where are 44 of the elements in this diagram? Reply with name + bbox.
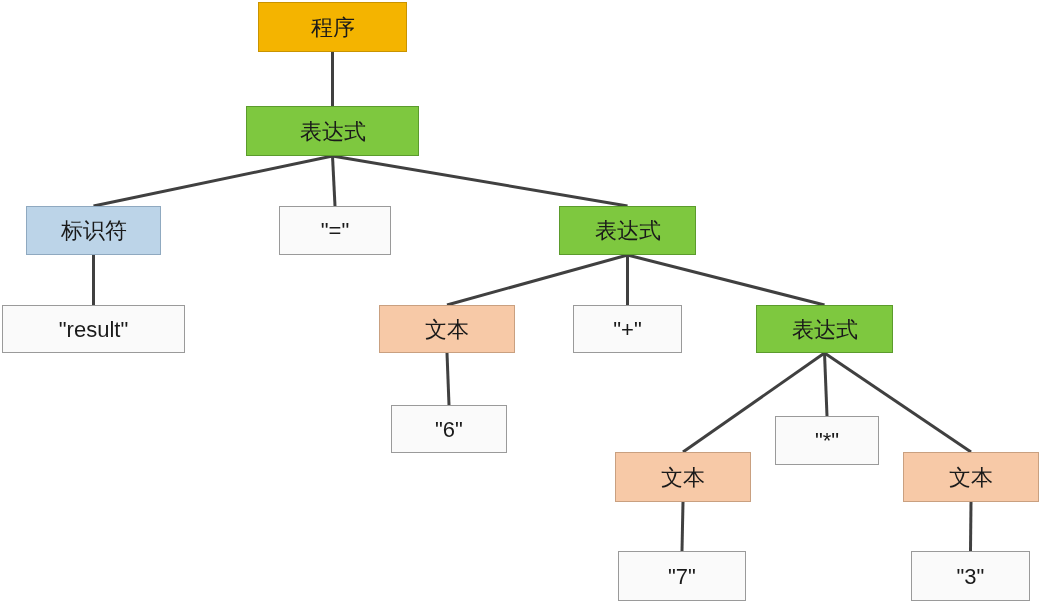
node-label: "=" (320, 217, 350, 245)
node-label: "6" (435, 415, 463, 444)
connector-line (627, 253, 825, 307)
connector-line (332, 154, 628, 208)
connector-line (331, 52, 334, 106)
token-box (911, 551, 1030, 601)
connector-line (331, 155, 337, 207)
node-label: 程序 (310, 13, 355, 42)
node-label: "+" (613, 315, 642, 344)
node-label: 标识符 (60, 217, 127, 245)
node-label: 表达式 (594, 217, 661, 245)
connector-line (446, 253, 628, 307)
literal-box (615, 452, 751, 502)
connector-line (445, 352, 451, 406)
node-label: 表达式 (791, 315, 858, 344)
literal-box (903, 452, 1039, 502)
node-label: "3" (956, 562, 985, 591)
root-box (258, 2, 407, 52)
connector-line (680, 501, 685, 552)
node-label: "result" (58, 315, 129, 344)
literal-box (379, 305, 515, 353)
token-box (279, 206, 391, 255)
node-label: 文本 (949, 463, 993, 492)
expression-box (246, 106, 419, 156)
expression-box (559, 206, 696, 255)
node-label: "*" (814, 427, 840, 455)
identifier-box (26, 206, 161, 255)
connector-line (626, 255, 629, 305)
token-box (618, 551, 746, 601)
token-box (2, 305, 185, 353)
connector-line (823, 351, 972, 454)
node-label: "7" (668, 562, 696, 591)
connector-line (682, 351, 826, 454)
token-box (573, 305, 682, 353)
token-box (391, 405, 507, 453)
expression-box (756, 305, 893, 353)
connector-line (93, 154, 333, 208)
connector-line (92, 255, 95, 305)
token-box (775, 416, 879, 465)
node-label: 文本 (425, 315, 469, 344)
connector-line (969, 502, 973, 551)
connector-line (823, 352, 829, 417)
node-label: 文本 (661, 463, 705, 492)
node-label: 表达式 (299, 117, 366, 146)
